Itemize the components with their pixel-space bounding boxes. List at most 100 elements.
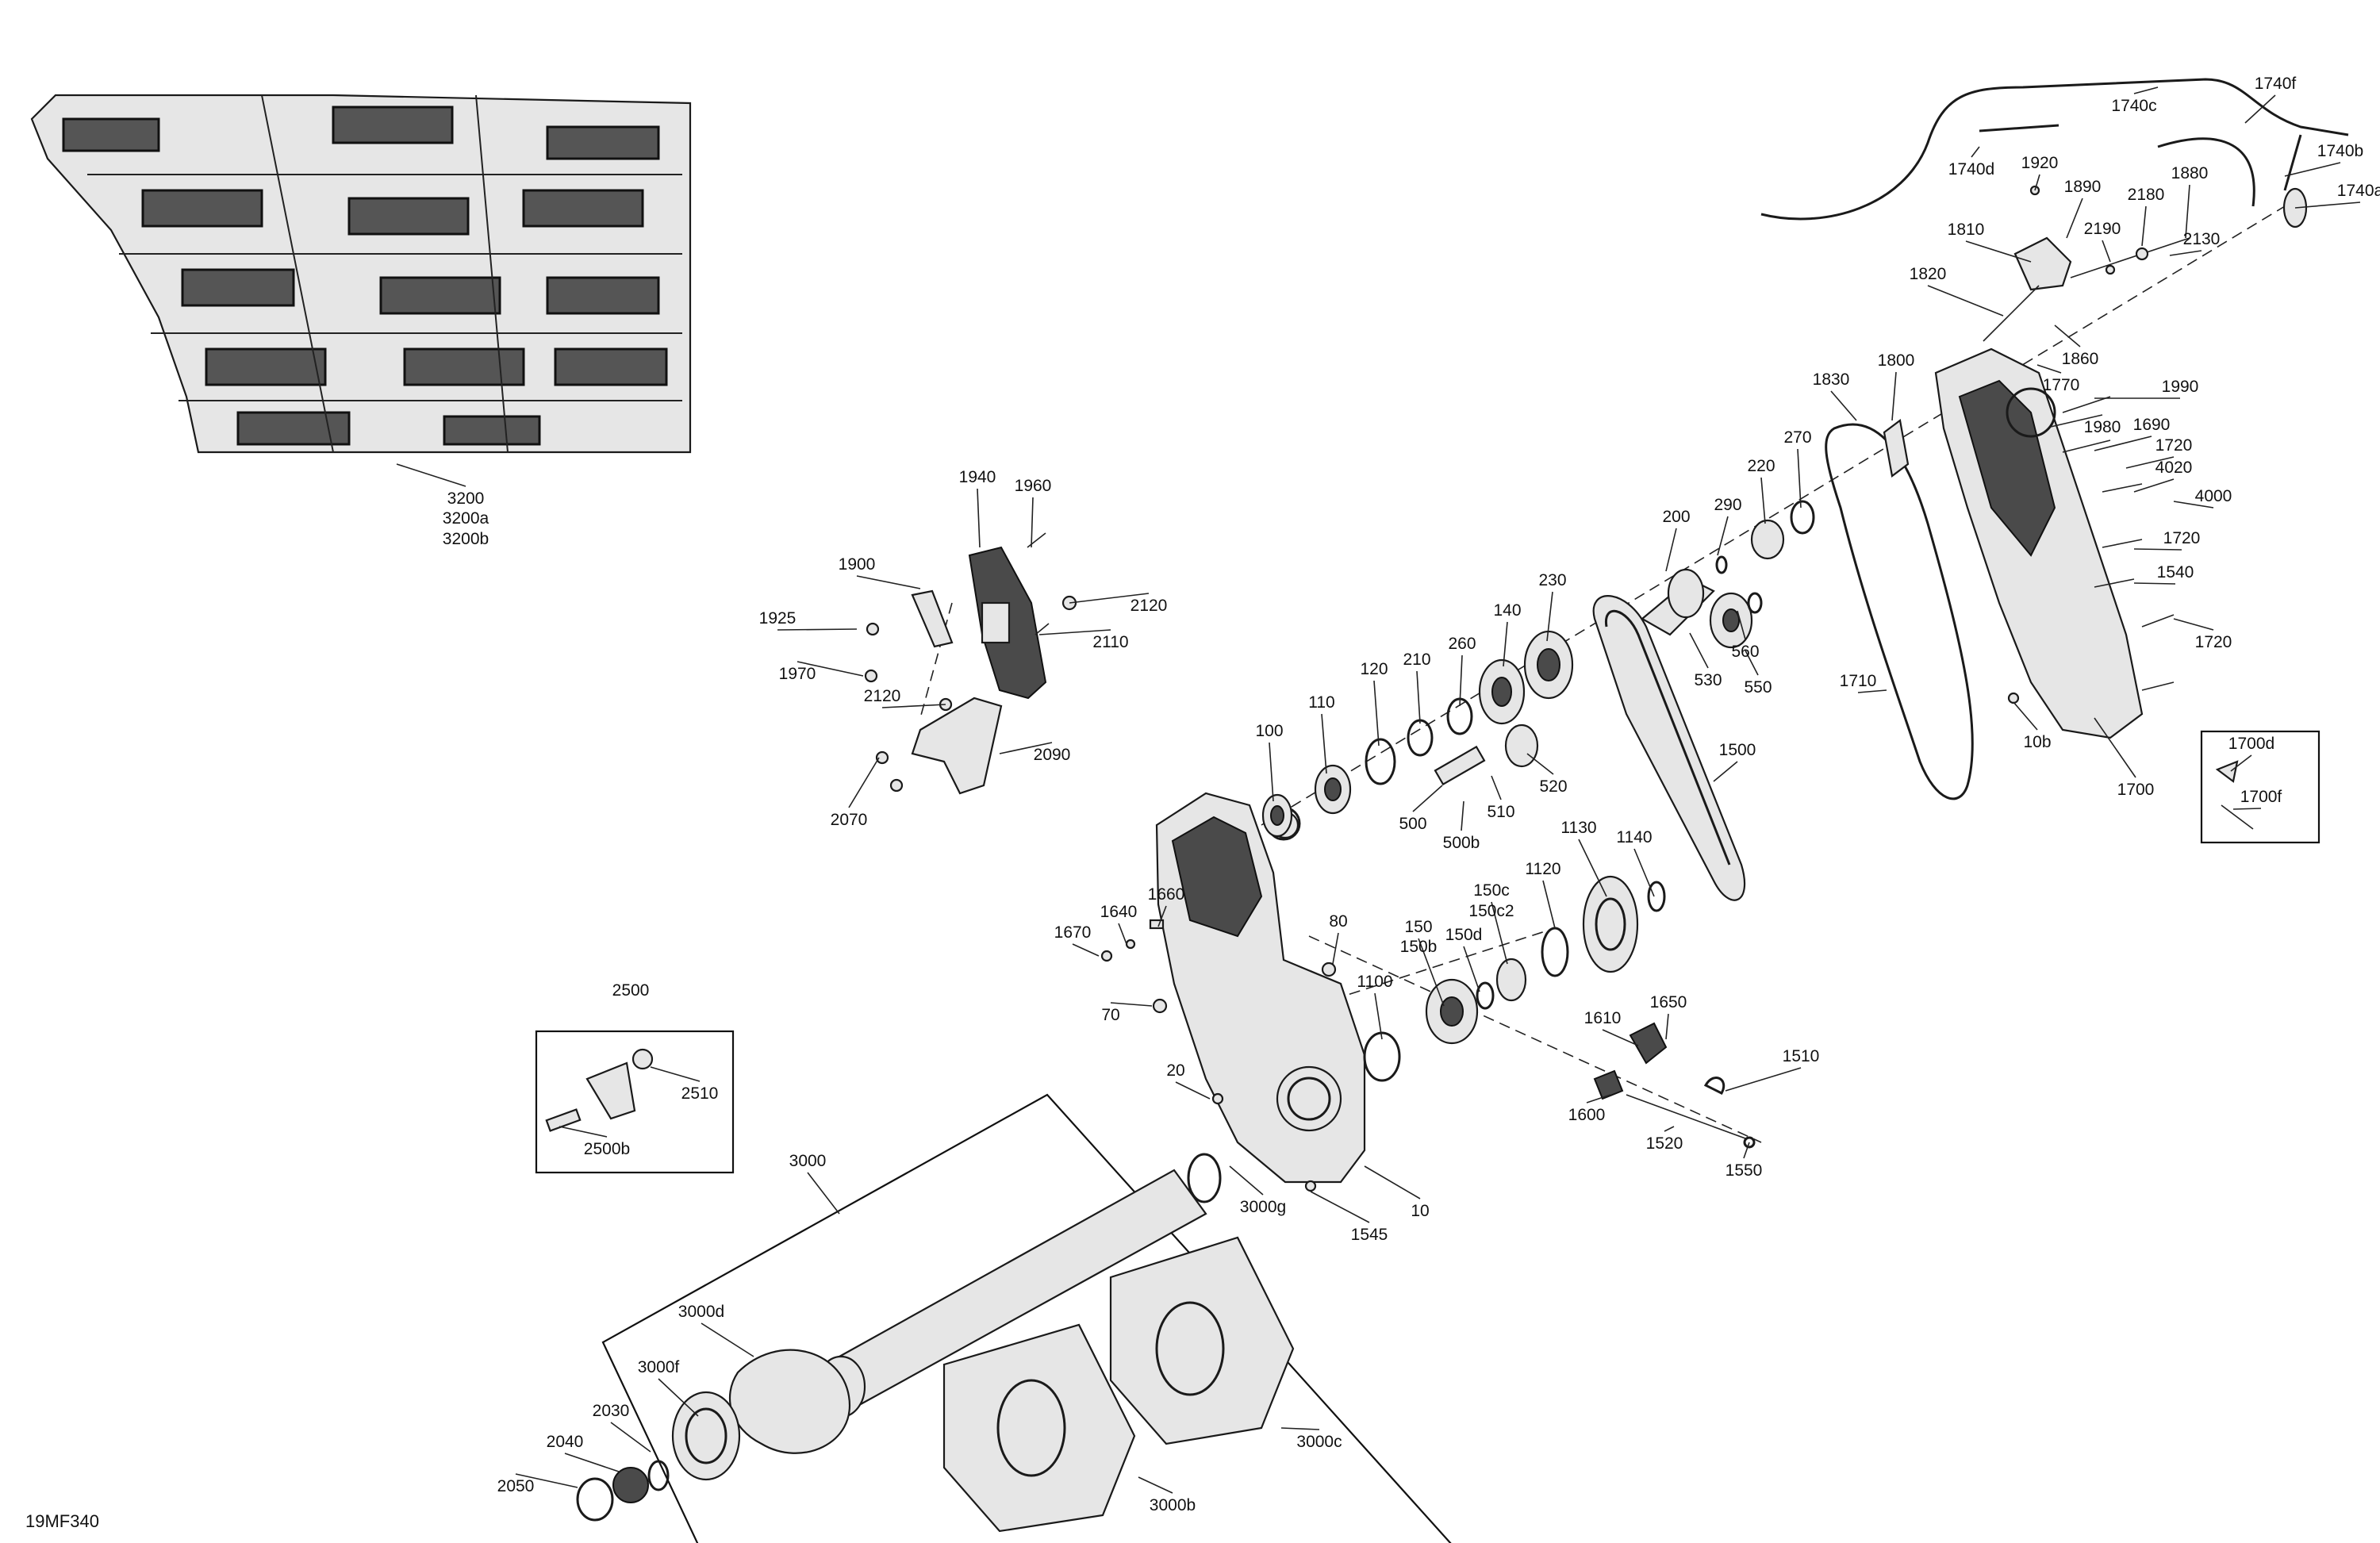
leader-line [1760, 477, 1766, 524]
callout-label: 150b [1400, 938, 1438, 956]
cable-assembly [1760, 78, 2349, 342]
leader-line [1364, 1165, 1421, 1199]
callout-label: 1700d [2228, 735, 2274, 753]
callout-label: 1660 [1148, 885, 1185, 904]
callout-label: 2500 [612, 981, 650, 1000]
leader-line [2133, 478, 2175, 493]
cover-hardware [2007, 396, 2175, 704]
callout-label: 200 [1662, 508, 1690, 526]
leader-line [2244, 94, 2276, 124]
leader-line [999, 742, 1053, 754]
chaincase-housing [1100, 792, 1366, 1192]
leader-line [2054, 324, 2081, 347]
callout-label: 2090 [1034, 746, 1071, 764]
leader-line [1665, 528, 1677, 572]
leader-line [1229, 1165, 1264, 1196]
callout-label: 1545 [1351, 1226, 1388, 1244]
leader-line [2013, 701, 2038, 731]
callout-label: 560 [1731, 643, 1759, 661]
callout-label: 1740c [2111, 97, 2156, 115]
leader-line [1971, 146, 1980, 158]
callout-label: 3000d [678, 1303, 724, 1321]
fitting-2500-parts [545, 1048, 654, 1132]
drive-gears-and-bearings [1261, 500, 1815, 838]
callout-label: 1720 [2155, 436, 2193, 455]
leader-line [848, 757, 880, 808]
callout-label: 1740a [2337, 182, 2380, 200]
callout-label: 260 [1448, 635, 1476, 653]
callout-label: 2110 [1092, 633, 1128, 651]
callout-label: 1880 [2171, 164, 2209, 182]
leader-line [1503, 621, 1508, 667]
callout-label: 1690 [2133, 416, 2171, 434]
callout-label: 1120 [1525, 860, 1560, 878]
callout-label: 1830 [1813, 370, 1850, 389]
callout-label: 220 [1747, 457, 1775, 475]
lower-axis-parts [1363, 875, 1756, 1149]
callout-label: 1980 [2084, 418, 2121, 436]
leader-line [1797, 448, 1802, 509]
leader-line [1031, 497, 1034, 548]
leader-line [797, 661, 864, 677]
leader-line [1463, 946, 1480, 992]
callout-label: 1130 [1560, 819, 1596, 837]
callout-label: 2070 [831, 811, 868, 829]
leader-line [1546, 591, 1553, 642]
leader-line [1038, 629, 1111, 635]
callout-label: 100 [1255, 722, 1283, 740]
callout-label: 1810 [1948, 221, 1985, 239]
leader-line [2036, 364, 2062, 374]
callout-label: 10 [1411, 1202, 1429, 1220]
leader-line [2125, 456, 2175, 469]
callout-label: 530 [1694, 671, 1722, 689]
inset-box-1700 [2200, 730, 2320, 844]
callout-label: 1860 [2062, 350, 2099, 368]
leader-line [1633, 848, 1655, 897]
callout-label: 150c [1473, 881, 1510, 900]
callout-label: 2120 [864, 687, 901, 705]
callout-label: 1720 [2195, 633, 2232, 651]
callout-label: 1820 [1910, 265, 1947, 283]
inset-1700-parts [2215, 760, 2254, 830]
callout-label: 1500 [1719, 741, 1756, 759]
callout-label: 1510 [1783, 1047, 1820, 1065]
leader-line [1542, 880, 1556, 929]
leader-line [1374, 992, 1383, 1040]
callout-label: 1740b [2317, 142, 2363, 160]
chaincase-cover [1883, 347, 2144, 739]
callout-label: 2040 [547, 1433, 584, 1451]
leader-line [807, 1172, 840, 1215]
leader-line [1280, 1427, 1320, 1430]
callout-label: 500 [1399, 815, 1426, 833]
leader-line [1830, 390, 1857, 421]
callout-label: 150 [1404, 918, 1432, 936]
leader-line [1891, 371, 1897, 421]
leader-line [2133, 548, 2182, 551]
leader-line [1965, 240, 2032, 263]
callout-label: 2030 [593, 1402, 630, 1420]
callout-label: 1710 [1840, 672, 1877, 690]
leader-line [2094, 717, 2136, 778]
leader-line [1713, 761, 1738, 782]
leader-line [2133, 582, 2176, 585]
leader-line [1373, 680, 1380, 747]
leader-line [1665, 1013, 1669, 1040]
inset-box-3000 [601, 1093, 1452, 1543]
callout-label: 3000 [789, 1152, 827, 1170]
callout-label: 2500b [584, 1140, 630, 1158]
callout-label: 1770 [2043, 376, 2080, 394]
callout-label: 290 [1714, 496, 1741, 514]
leader-line [777, 628, 858, 631]
leader-line [1717, 516, 1729, 556]
leader-line [1745, 650, 1759, 676]
leader-line [1110, 1002, 1153, 1007]
callout-label: 1740f [2255, 75, 2297, 93]
drive-chain [1592, 595, 1746, 901]
callout-label: 1670 [1054, 923, 1092, 942]
callout-label: 20 [1166, 1061, 1184, 1080]
callout-label: 10b [2023, 733, 2051, 751]
callout-label: 1640 [1100, 903, 1138, 921]
callout-label: 3200a [443, 509, 489, 528]
leader-line [2294, 202, 2361, 209]
